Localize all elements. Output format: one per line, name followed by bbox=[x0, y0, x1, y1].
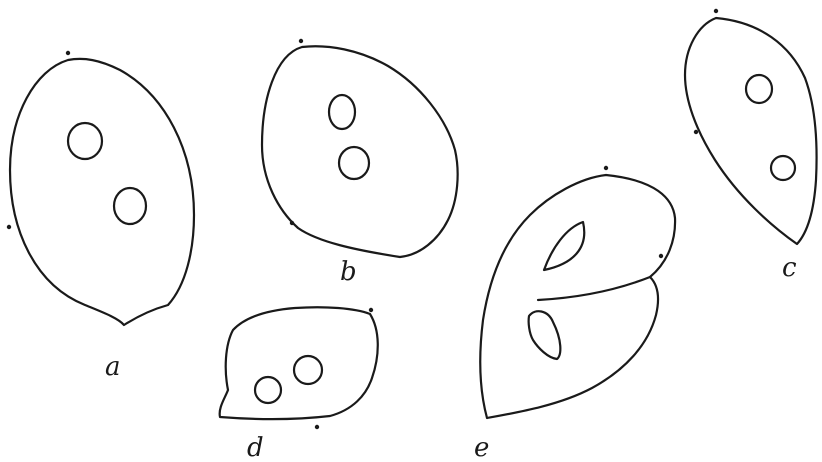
cell-e-label: e bbox=[474, 433, 489, 462]
cell-a-membrane bbox=[10, 59, 194, 325]
cell-c-pole-dot-top bbox=[714, 9, 718, 13]
cell-a-nucleus-1 bbox=[68, 123, 102, 159]
cell-b-pole-dot-top bbox=[299, 39, 303, 43]
cell-a-pole-dot-left bbox=[7, 225, 11, 229]
cell-b: b bbox=[262, 39, 458, 287]
cell-b-nucleus-1 bbox=[329, 95, 355, 129]
cell-e-division-line bbox=[538, 277, 650, 300]
cell-b-pole-dot-left bbox=[290, 221, 294, 225]
cell-d-nucleus-1 bbox=[255, 377, 281, 403]
cell-e-pole-dot-right bbox=[659, 254, 663, 258]
cell-d-membrane bbox=[220, 307, 378, 419]
cell-d-nucleus-2 bbox=[294, 356, 322, 384]
cell-d-label: d bbox=[247, 433, 264, 462]
cell-c: c bbox=[685, 9, 817, 283]
cell-c-membrane bbox=[685, 18, 817, 244]
cell-c-nucleus-2 bbox=[771, 156, 795, 180]
cell-c-label: c bbox=[782, 253, 797, 283]
cell-b-membrane bbox=[262, 46, 458, 257]
cell-d-pole-dot-right bbox=[369, 308, 373, 312]
cell-e-vacuole-upper bbox=[544, 222, 584, 270]
cell-e-vacuole-lower bbox=[529, 311, 561, 359]
cell-c-nucleus-1 bbox=[746, 75, 772, 103]
cell-b-nucleus-2 bbox=[339, 147, 369, 179]
cell-a: a bbox=[7, 51, 194, 382]
cell-a-pole-dot-top bbox=[66, 51, 70, 55]
cell-e-pole-dot-top bbox=[604, 166, 608, 170]
cell-a-nucleus-2 bbox=[114, 188, 146, 224]
cell-d: d bbox=[220, 307, 378, 462]
cell-c-pole-dot-left bbox=[694, 130, 698, 134]
cell-e: e bbox=[474, 166, 675, 462]
cell-b-label: b bbox=[340, 257, 357, 287]
cell-a-label: a bbox=[105, 352, 121, 382]
cell-d-pole-dot-bottom bbox=[315, 425, 319, 429]
